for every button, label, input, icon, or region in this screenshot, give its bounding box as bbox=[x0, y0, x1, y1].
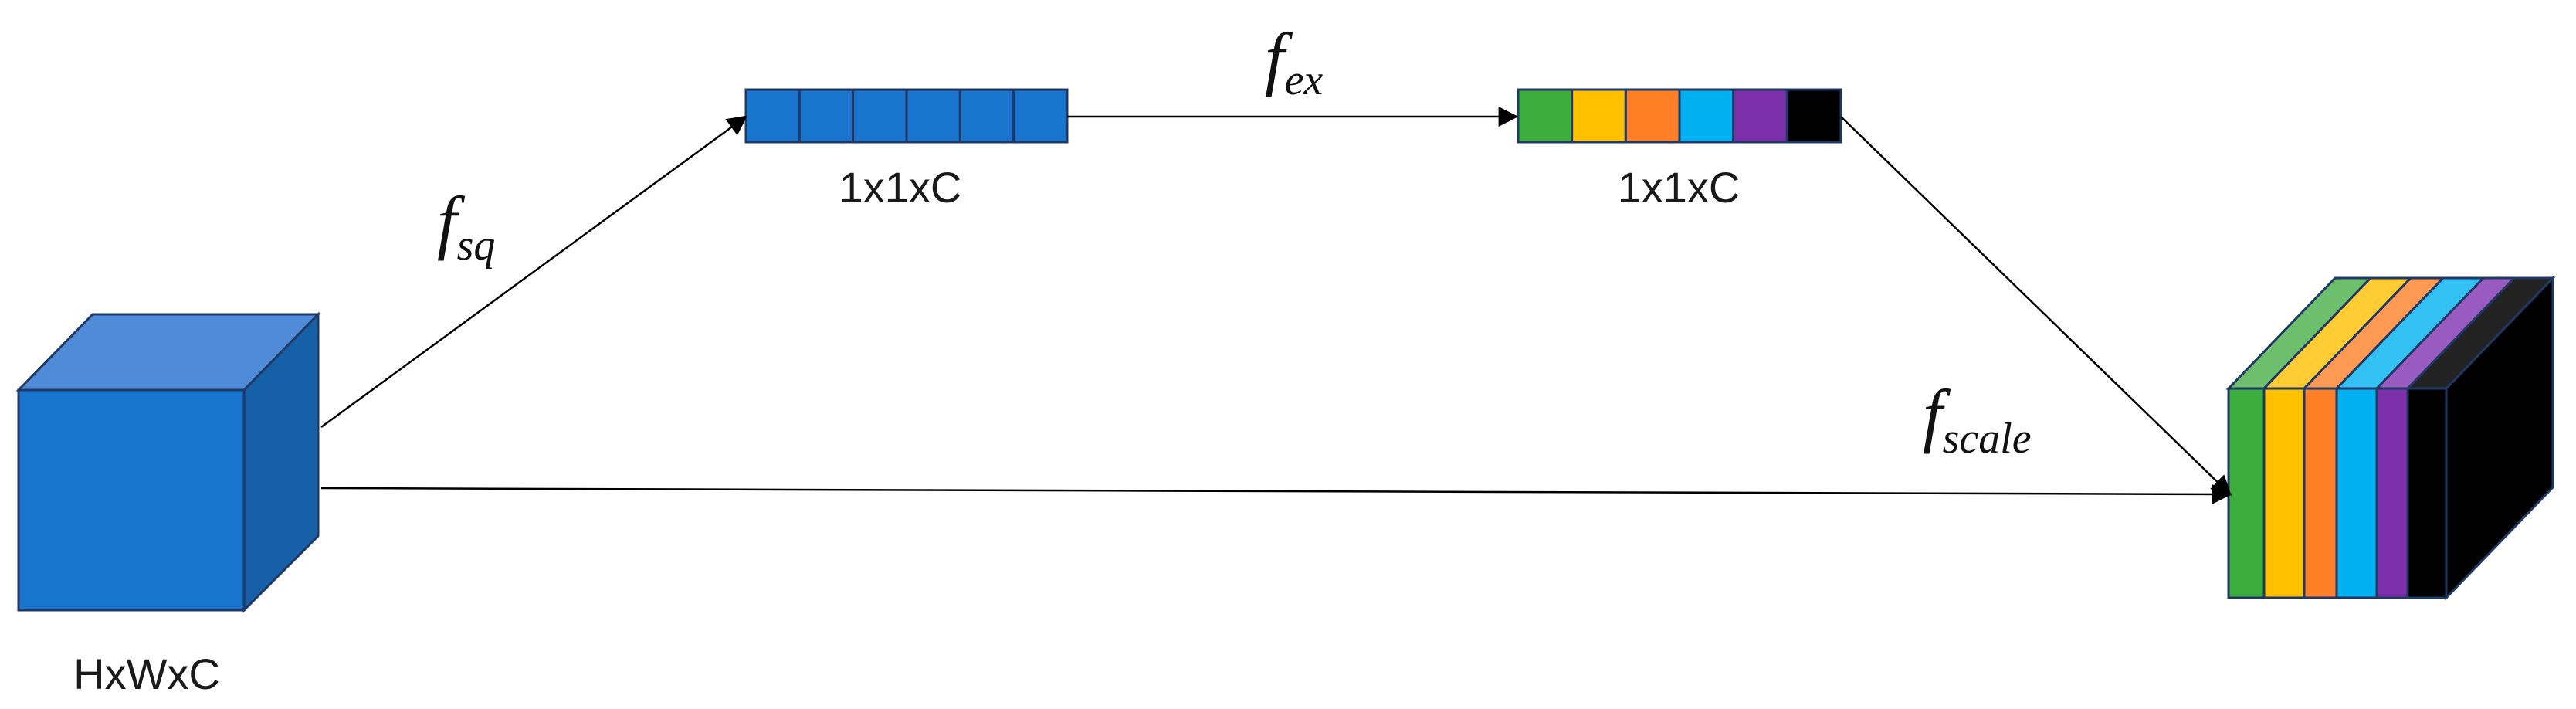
squeeze-vector-cell bbox=[744, 88, 801, 144]
input-tensor-label: HxWxC bbox=[73, 650, 220, 698]
squeeze-subscript: sq bbox=[457, 222, 496, 270]
squeeze-vector-label: 1x1xC bbox=[839, 163, 962, 212]
squeeze-vector-cell bbox=[1012, 88, 1069, 144]
squeeze-arrow bbox=[320, 115, 748, 429]
output-slice-front-face bbox=[2406, 387, 2448, 599]
squeeze-vector-cell bbox=[852, 88, 908, 144]
squeeze-vector-cell bbox=[958, 88, 1015, 144]
excitation-vector bbox=[1517, 88, 1842, 144]
excitation-vector-cell bbox=[1732, 88, 1788, 144]
excitation-vector-cell bbox=[1678, 88, 1735, 144]
output-slice-front-face bbox=[2375, 387, 2409, 599]
output-tensor-block bbox=[2225, 275, 2556, 601]
scale-operation-label: fscale bbox=[1923, 375, 2032, 463]
output-slice-front-face bbox=[2303, 387, 2338, 599]
output-slice-front-face bbox=[2335, 387, 2378, 599]
squeeze-vector-cell bbox=[798, 88, 855, 144]
identity-to-scale-arrow bbox=[320, 483, 2232, 504]
input-cube-front-face bbox=[17, 388, 246, 612]
weight-to-output-arrow bbox=[1840, 116, 2232, 496]
squeeze-vector-cell bbox=[905, 88, 961, 144]
scale-subscript: scale bbox=[1943, 415, 2032, 463]
excitation-vector-cell bbox=[1624, 88, 1681, 144]
excitation-vector-label: 1x1xC bbox=[1618, 163, 1740, 212]
output-slice-front-face bbox=[2227, 387, 2266, 599]
excitation-vector-cell bbox=[1517, 88, 1574, 144]
excitation-operation-label: fex bbox=[1265, 19, 1323, 104]
input-tensor-cube bbox=[15, 311, 321, 613]
excitation-vector-cell bbox=[1571, 88, 1627, 144]
output-slice-front-face bbox=[2262, 387, 2306, 599]
excitation-vector-cell bbox=[1785, 88, 1842, 144]
squeeze-vector bbox=[744, 88, 1069, 144]
excitation-subscript: ex bbox=[1285, 56, 1324, 104]
squeeze-operation-label: fsq bbox=[437, 182, 495, 270]
